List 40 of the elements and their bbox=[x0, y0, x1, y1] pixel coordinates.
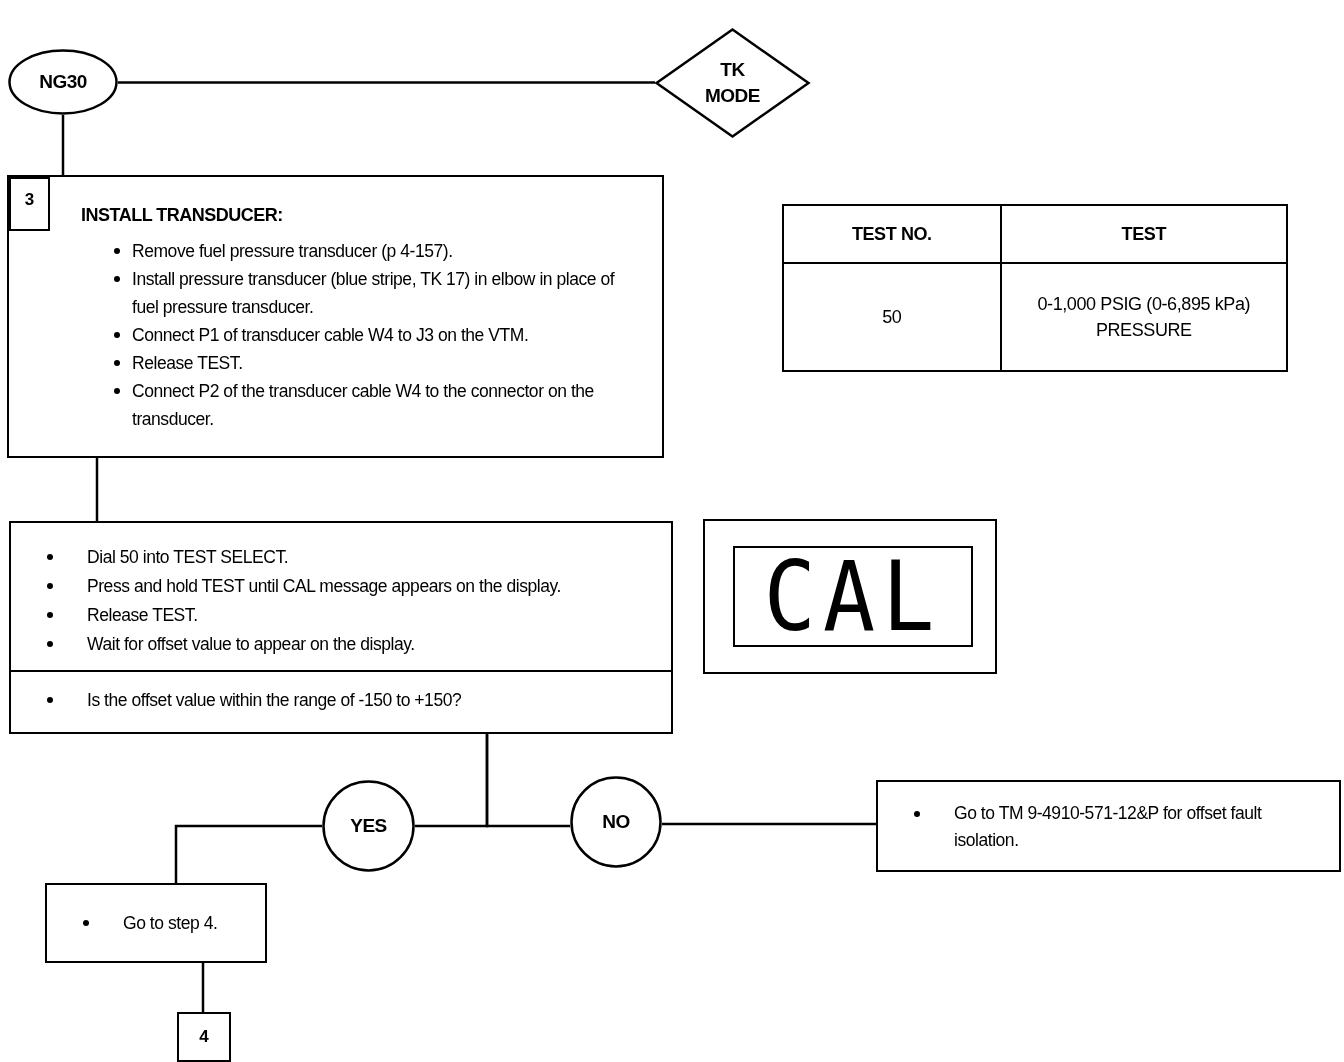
table-header: TEST bbox=[1000, 205, 1287, 263]
table-cell: 0-1,000 PSIG (0-6,895 kPa) PRESSURE bbox=[1000, 263, 1287, 371]
connector-line bbox=[95, 458, 99, 521]
instruction-text: Go to TM 9-4910-571-12&P for offset fault isolation. bbox=[954, 800, 1321, 854]
step-heading: INSTALL TRANSDUCER: bbox=[81, 205, 283, 226]
node-label: NG30 bbox=[39, 70, 87, 95]
table-cell: 50 bbox=[783, 263, 1001, 371]
process-box bbox=[876, 780, 1341, 872]
instruction-text: Press and hold TEST until CAL message appears on the display. bbox=[87, 572, 663, 601]
instruction-text: Release TEST. bbox=[132, 349, 627, 377]
instruction-text: Dial 50 into TEST SELECT. bbox=[87, 543, 663, 572]
instruction-text: Install pressure transducer (blue stripe, TK 17) in elbow in place of fuel pressure transducer. bbox=[132, 265, 627, 321]
step-number: 3 bbox=[9, 177, 50, 231]
decision-diamond bbox=[655, 28, 810, 138]
node-label: YES bbox=[350, 814, 387, 839]
instruction-text: Release TEST. bbox=[87, 601, 663, 630]
instruction-text: Wait for offset value to appear on the display. bbox=[87, 630, 663, 659]
connector-line bbox=[174, 824, 322, 883]
process-box bbox=[45, 883, 267, 963]
instruction-text: Go to step 4. bbox=[123, 909, 257, 938]
connector-line bbox=[662, 822, 876, 826]
instruction-text: Connect P1 of transducer cable W4 to J3 on the VTM. bbox=[132, 321, 627, 349]
node-label: TK MODE bbox=[704, 58, 761, 108]
display-readout: CAL bbox=[764, 551, 942, 642]
step-box bbox=[7, 175, 664, 458]
answer-circle bbox=[570, 776, 662, 868]
answer-circle bbox=[322, 780, 415, 872]
step-number: 4 bbox=[177, 1012, 231, 1062]
start-oval bbox=[8, 49, 118, 115]
connector-line bbox=[485, 734, 570, 828]
process-box bbox=[9, 521, 673, 673]
connector-line bbox=[118, 81, 655, 84]
table-header: TEST NO. bbox=[783, 205, 1001, 263]
instruction-text: Remove fuel pressure transducer (p 4-157). bbox=[132, 237, 627, 265]
instruction-text: Connect P2 of the transducer cable W4 to the connector on the transducer. bbox=[132, 377, 627, 433]
question-box bbox=[9, 670, 673, 734]
connector-line bbox=[201, 963, 205, 1012]
instruction-text: Is the offset value within the range of -150 to +150? bbox=[87, 686, 663, 715]
connector-line bbox=[61, 115, 65, 175]
node-label: NO bbox=[602, 810, 630, 835]
